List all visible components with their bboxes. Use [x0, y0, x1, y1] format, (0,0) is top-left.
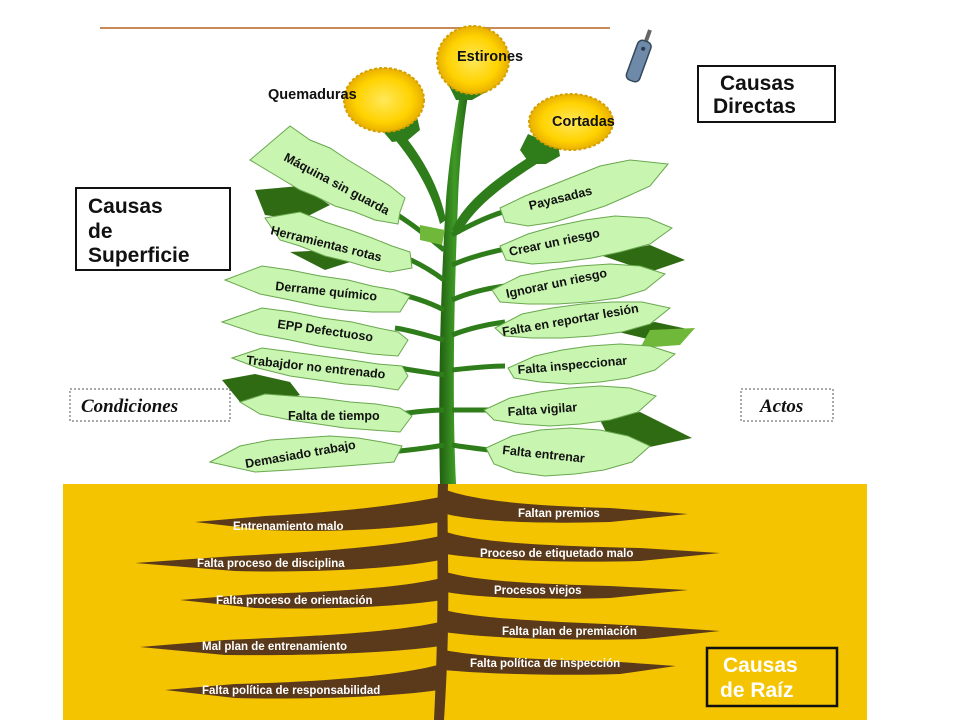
root-branch [444, 650, 676, 675]
root-branch [180, 578, 442, 609]
root-label: Mal plan de entrenamiento [202, 641, 347, 653]
leaf [230, 347, 409, 391]
leaf [264, 211, 413, 273]
root-branch [446, 490, 688, 523]
flower-stem-right [452, 150, 546, 234]
leaf [238, 393, 413, 433]
leaf [499, 159, 669, 227]
root-branch [446, 572, 688, 599]
svg-text:de: de [88, 220, 113, 243]
root-branch [135, 536, 440, 572]
root-label: Proceso de etiquetado malo [480, 548, 633, 560]
root-label: Entrenamiento malo [233, 521, 344, 533]
root-label: Falta proceso de disciplina [197, 558, 345, 570]
flower-label: Estirones [457, 49, 523, 65]
root-label: Falta política de responsabilidad [202, 685, 380, 697]
leaf [499, 215, 674, 265]
svg-text:Causas: Causas [723, 654, 798, 677]
svg-text:Causas: Causas [88, 195, 163, 218]
acts-label-box: Actos [740, 388, 834, 422]
flower-label: Cortadas [552, 114, 615, 130]
leaf [507, 343, 677, 385]
leaf-label: Falta de tiempo [288, 409, 380, 423]
root-label: Falta plan de premiación [502, 626, 637, 638]
svg-text:Superficie: Superficie [88, 244, 190, 267]
flower-left [343, 67, 425, 142]
leaves-left [208, 125, 413, 473]
root-branch [195, 497, 440, 531]
flower-top [436, 25, 510, 100]
right-roots [444, 490, 720, 675]
root-causes-box: Causas de Raíz [705, 646, 839, 708]
conditions-label-box: Condiciones [69, 388, 231, 422]
root-label: Procesos viejos [494, 585, 582, 597]
leaf [483, 385, 657, 427]
leaf [223, 265, 411, 313]
leaf [249, 125, 406, 225]
root-label: Faltan premios [518, 508, 600, 520]
root-label: Falta política de inspección [470, 658, 620, 670]
mid-leaves [420, 225, 695, 348]
leaf [485, 427, 651, 477]
screwdriver-icon [625, 29, 652, 83]
leaf [220, 307, 409, 357]
direct-causes-box: Causas Directas [697, 65, 836, 123]
leaves-right [483, 159, 677, 477]
root-branch [140, 622, 440, 656]
svg-text:Condiciones: Condiciones [81, 396, 178, 417]
svg-text:de Raíz: de Raíz [720, 679, 794, 702]
leaf [491, 263, 667, 305]
leaf [494, 301, 672, 339]
flower-label: Quemaduras [268, 87, 357, 103]
flower-right [520, 93, 614, 164]
left-roots [135, 497, 442, 699]
svg-text:Causas: Causas [720, 72, 795, 95]
root-branch [165, 665, 438, 699]
root-branch [446, 532, 720, 562]
main-stem [439, 80, 470, 484]
root-label: Falta proceso de orientación [216, 595, 373, 607]
surface-causes-box: Causas de Superficie [75, 187, 231, 271]
leaf [208, 435, 403, 473]
leaf-label: Falta vigilar [507, 400, 577, 419]
svg-text:Actos: Actos [759, 396, 803, 417]
root-branch [444, 610, 720, 640]
svg-text:Directas: Directas [713, 95, 796, 118]
flower-stem-left [392, 130, 446, 224]
